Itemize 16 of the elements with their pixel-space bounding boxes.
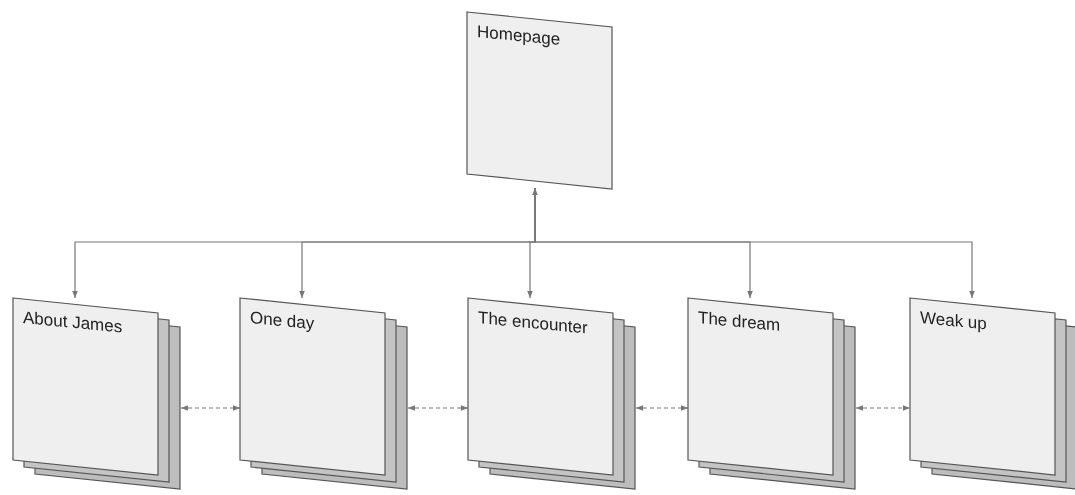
- page-stack: [468, 298, 636, 490]
- dashed-arrow: [855, 405, 911, 411]
- page-title: About James: [23, 307, 124, 339]
- page-box: [467, 12, 612, 189]
- page-stack: [240, 298, 408, 490]
- page-title: One day: [250, 307, 316, 336]
- dashed-arrow: [180, 405, 241, 411]
- page-title: Weak up: [920, 307, 988, 336]
- page-stack: [910, 298, 1075, 490]
- dashed-arrow: [407, 405, 469, 411]
- page-title: The encounter: [478, 307, 588, 340]
- page-title: Homepage: [477, 21, 562, 51]
- page-stack: [13, 298, 181, 490]
- page-title: The dream: [698, 307, 782, 337]
- dashed-arrow: [635, 405, 689, 411]
- page-stack: [688, 298, 856, 490]
